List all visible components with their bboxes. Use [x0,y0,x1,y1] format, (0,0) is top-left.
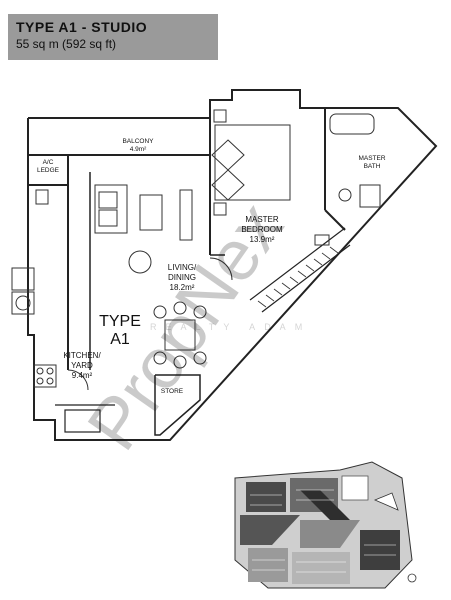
store-label: STORE [161,388,184,395]
bath-label-1: MASTER [358,155,385,162]
ac-ledge-label-2: LEDGE [37,167,60,174]
balcony-area: 4.9m² [130,146,147,153]
living-label-1: LIVING/ [168,263,197,272]
ac-ledge-label-1: A/C [43,159,54,166]
watermark-sub: REALTY ADAM [150,322,311,332]
room-labels: BALCONY 4.9m² A/C LEDGE LIVING/ DINING 1… [37,138,386,395]
unit-type-title: TYPE A1 - STUDIO [16,19,148,35]
bedroom-area: 13.9m² [250,235,275,244]
bedroom-label-1: MASTER [245,215,279,224]
living-label-2: DINING [168,273,196,282]
kitchen-label-2: YARD [71,361,93,370]
bedroom-label-2: BEDROOM [241,225,283,234]
furniture [11,109,381,391]
wardrobe-hatch [257,246,339,308]
unit-area: 55 sq m (592 sq ft) [16,37,117,51]
type-label-2: A1 [110,331,130,348]
north-arrow-icon [407,573,417,583]
unit-type-header: TYPE A1 - STUDIO 55 sq m (592 sq ft) [8,14,218,60]
kitchen-area: 9.4m² [72,371,93,380]
balcony-label: BALCONY [122,138,154,145]
kitchen-label-1: KITCHEN/ [63,351,101,360]
key-plan [234,461,417,589]
bath-label-2: BATH [364,163,381,170]
type-label-1: TYPE [99,313,141,330]
living-area: 18.2m² [170,283,195,292]
